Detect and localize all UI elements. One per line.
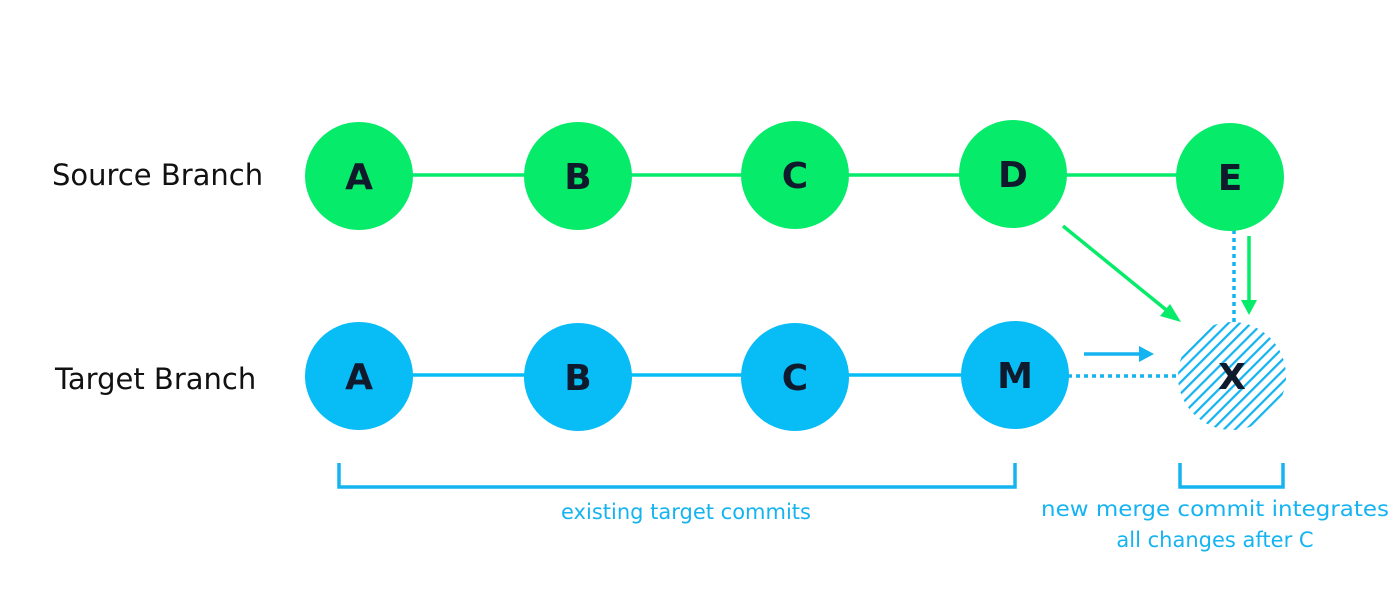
source-commit-c: C: [741, 121, 849, 229]
source-commit-e: E: [1176, 123, 1284, 231]
source-branch-label: Source Branch: [52, 158, 263, 192]
source-commit-e-label: E: [1218, 158, 1243, 199]
target-commit-a: A: [305, 322, 413, 430]
merge-caption-line-2: all changes after C: [1116, 528, 1313, 552]
target-commit-a-label: A: [345, 357, 373, 398]
target-commit-c-label: C: [782, 358, 808, 399]
merge-commit-bracket: [1178, 463, 1285, 489]
d-to-x-arrow: [1061, 224, 1181, 322]
merge-commit-x-label: X: [1218, 357, 1246, 398]
source-commit-a: A: [305, 122, 413, 230]
target-commit-m: M: [961, 321, 1069, 429]
m-to-x-arrow: [1084, 346, 1154, 362]
target-commit-b: B: [524, 323, 632, 431]
source-commit-a-label: A: [345, 157, 373, 198]
source-commit-d: D: [959, 120, 1067, 228]
merge-commit-x: X: [1178, 322, 1286, 430]
source-commit-d-label: D: [998, 155, 1028, 196]
target-commit-b-label: B: [564, 358, 591, 399]
target-commit-m-label: M: [997, 356, 1033, 397]
source-commit-b-label: B: [564, 157, 591, 198]
existing-commits-bracket: [337, 463, 1017, 489]
source-commit-b: B: [524, 122, 632, 230]
target-branch-label: Target Branch: [54, 362, 256, 396]
merge-caption-line-1: new merge commit integrates: [1041, 497, 1389, 521]
source-commit-c-label: C: [782, 156, 808, 197]
e-to-x-arrow: [1241, 236, 1257, 315]
target-commit-c: C: [741, 323, 849, 431]
existing-commits-caption: existing target commits: [561, 500, 811, 524]
